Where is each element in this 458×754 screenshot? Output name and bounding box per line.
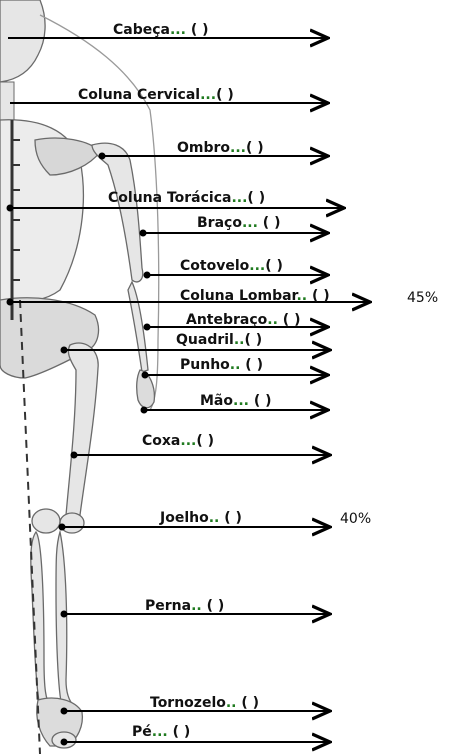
dot-coluna-toracica <box>7 205 14 212</box>
dot-perna <box>61 611 68 618</box>
percent-coluna-lombar: 45% <box>407 290 438 306</box>
label-ombro: Ombro...( ) <box>177 140 264 156</box>
label-perna: Perna.. ( ) <box>145 598 224 614</box>
dot-quadril <box>61 347 68 354</box>
label-antebraco: Antebraço.. ( ) <box>186 312 300 328</box>
dot-joelho <box>59 524 66 531</box>
label-coluna-lombar: Coluna Lombar.. ( ) <box>180 288 330 304</box>
dot-coxa <box>71 452 78 459</box>
label-braco: Braço... ( ) <box>197 215 280 231</box>
label-tornozelo: Tornozelo.. ( ) <box>150 695 259 711</box>
label-punho: Punho.. ( ) <box>180 357 263 373</box>
label-cotovelo: Cotovelo...( ) <box>180 258 283 274</box>
label-pe: Pé... ( ) <box>132 724 190 740</box>
label-coluna-cervical: Coluna Cervical...( ) <box>78 87 234 103</box>
dot-mao <box>141 407 148 414</box>
percent-joelho: 40% <box>340 511 371 527</box>
label-coluna-toracica: Coluna Torácica...( ) <box>108 190 265 206</box>
dot-antebraco <box>144 324 151 331</box>
dot-coluna-lombar <box>7 299 14 306</box>
label-coxa: Coxa...( ) <box>142 433 214 449</box>
dot-ombro <box>99 153 106 160</box>
dot-cotovelo <box>144 272 151 279</box>
label-quadril: Quadril..( ) <box>176 332 262 348</box>
label-cabeca: Cabeça... ( ) <box>113 22 209 38</box>
dot-punho <box>142 372 149 379</box>
label-mao: Mão... ( ) <box>200 393 272 409</box>
dot-pe <box>61 739 68 746</box>
label-joelho: Joelho.. ( ) <box>160 510 242 526</box>
dot-tornozelo <box>61 708 68 715</box>
dot-braco <box>140 230 147 237</box>
